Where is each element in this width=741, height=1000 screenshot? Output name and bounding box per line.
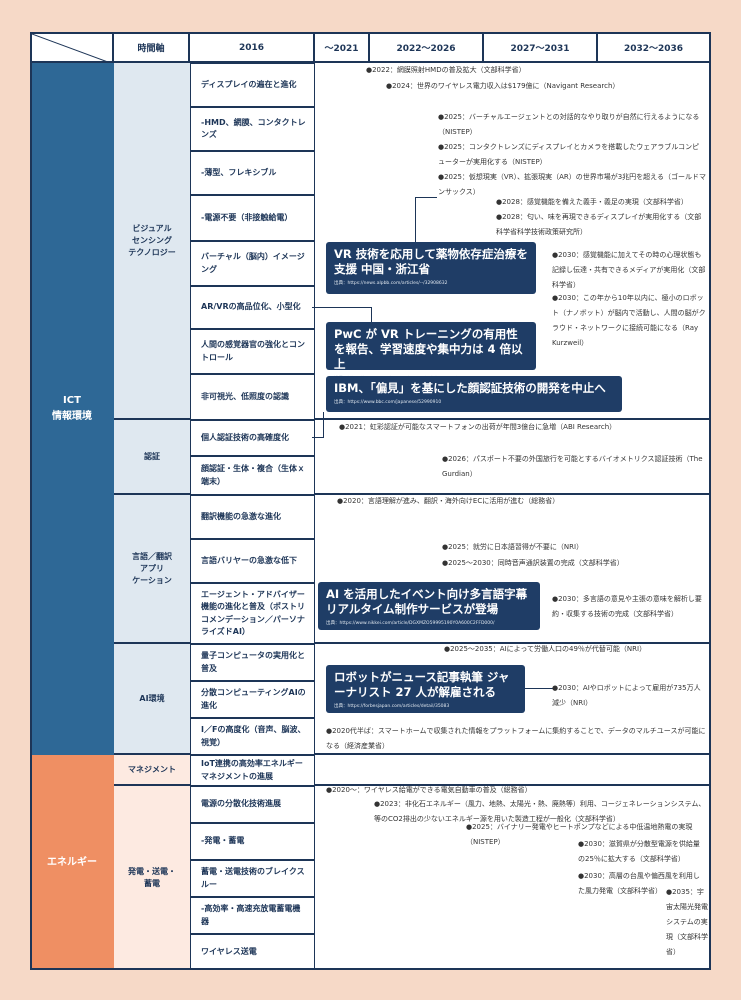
item-virtual-imaging: バーチャル（脳内）イメージング bbox=[190, 241, 315, 286]
highlight-ibm-face-recognition: IBM、「偏見」を基にした顔認証技術の開発を中止へ 出典：https://www… bbox=[326, 376, 622, 412]
item-invisible-light: 非可視光、低照度の認識 bbox=[190, 374, 315, 420]
header-axis: 時間軸 bbox=[114, 32, 190, 63]
subcategory-ai: AI環境 bbox=[114, 644, 190, 755]
corner-cell bbox=[30, 32, 114, 63]
highlight-ai-subtitles-title: AI を活用したイベント向け多言語字幕リアルタイム制作サービスが登場 bbox=[326, 587, 528, 616]
note-simultaneous-interpretation: ●2025～2030：同時音声通訳装置の完成（文部科学省） bbox=[442, 559, 624, 567]
item-face-bio-auth: 顔認証・生体・複合（生体ｘ端末） bbox=[190, 456, 315, 495]
item-display-evolution: ディスプレイの遍在と進化 bbox=[190, 63, 315, 107]
panel-management bbox=[315, 755, 711, 786]
item-wireless-transmission: ワイヤレス送電 bbox=[190, 934, 315, 970]
item-personal-auth: 個人認証技術の高確度化 bbox=[190, 420, 315, 456]
panel-power bbox=[315, 786, 711, 970]
note-shiga-distributed: ●2030：滋賀県が分散型電源を供給量の25％に拡大する（文部科学省） bbox=[578, 840, 700, 863]
highlight-ibm-source: 出典：https://www.bbc.com/japanese/52990910 bbox=[334, 400, 442, 405]
connector-ibm-h bbox=[312, 437, 324, 438]
note-language-ec: ●2020：言語理解が進み、翻訳・海外向けECに活用が進む（総務省） bbox=[337, 497, 560, 505]
note-contact-lens-computer: ●2025：コンタクトレンズにディスプレイとカメラを搭載したウェアラブルコンピュ… bbox=[438, 143, 700, 166]
item-storage-transmission: 蓄電・送電技術のブレイクスルー bbox=[190, 860, 315, 897]
header-2022-2026: 2022～2026 bbox=[370, 32, 484, 63]
item-hmd-retina-contact: -HMD、網膜、コンタクトレンズ bbox=[190, 107, 315, 151]
item-agent-advisor: エージェント・アドバイザー機能の進化と普及（ポストリコメンデーション／パーソナラ… bbox=[190, 583, 315, 644]
header-2027-2031: 2027～2031 bbox=[484, 32, 598, 63]
header-2032-2036: 2032～2036 bbox=[598, 32, 711, 63]
header-2016: 2016 bbox=[190, 32, 315, 63]
note-multilingual-analysis: ●2030：多言語の意見や主張の意味を解析し要約・収集する技術の完成（文部科学省… bbox=[552, 595, 702, 618]
note-ai-labor-replacement: ●2025～2035：AIによって労働人口の49％が代替可能（NRI） bbox=[444, 645, 647, 653]
note-virtual-agent: ●2025：バーチャルエージェントとの対話的なやり取りが自然に行えるようになる（… bbox=[438, 113, 700, 136]
highlight-robot-source: 出典：https://forbesjapan.com/articles/deta… bbox=[334, 704, 450, 709]
note-high-altitude-wind: ●2030：高層の台風や偏西風を利用した風力発電（文部科学省） bbox=[578, 872, 700, 895]
item-iot-energy-management: IoT連携の高効率エネルギーマネジメントの進展 bbox=[190, 755, 315, 786]
diagonal-line bbox=[32, 34, 107, 61]
connector-vr-line bbox=[415, 197, 416, 242]
note-emotion-media: ●2030：感覚機能に加えてその時の心理状態も記録し伝達・共有できるメディアが実… bbox=[552, 251, 706, 289]
item-generation-storage: -発電・蓄電 bbox=[190, 823, 315, 860]
item-distributed-power: 電源の分散化技術進展 bbox=[190, 786, 315, 823]
highlight-ibm-title: IBM、「偏見」を基にした顔認証技術の開発を中止へ bbox=[334, 381, 606, 395]
highlight-robot-title: ロボットがニュース記事執筆 ジャーナリスト 27 人が解雇される bbox=[334, 670, 510, 699]
note-space-solar: ●2035：宇宙太陽光発電システムの実現（文部科学省） bbox=[666, 888, 708, 956]
connector-robot-h bbox=[525, 688, 553, 689]
item-quantum-computer: 量子コンピュータの実用化と普及 bbox=[190, 644, 315, 681]
item-no-power: -電源不要（非接触給電） bbox=[190, 195, 315, 241]
highlight-vr-source: 出典：https://news.alpbb.com/articles/--/32… bbox=[334, 281, 448, 286]
highlight-vr-title: VR 技術を応用して薬物依存症治療を支援 中国・浙江省 bbox=[334, 247, 528, 276]
connector-vr-top bbox=[415, 197, 437, 198]
item-distributed-ai: 分散コンピューティングAIの進化 bbox=[190, 681, 315, 718]
subcategory-visual: ビジュアル センシング テクノロジー bbox=[114, 63, 190, 420]
subcategory-management: マネジメント bbox=[114, 755, 190, 786]
category-ict: ICT 情報環境 bbox=[30, 63, 114, 755]
highlight-vr-drug-treatment: VR 技術を応用して薬物依存症治療を支援 中国・浙江省 出典：https://n… bbox=[326, 242, 536, 294]
item-fast-charge-storage: -高効率・高速充放電蓄電機器 bbox=[190, 897, 315, 934]
subcategory-language: 言語／翻訳 アプリ ケーション bbox=[114, 495, 190, 644]
note-retina-hmd: ●2022：網膜照射HMDの普及拡大（文部科学省） bbox=[366, 66, 526, 74]
item-translation: 翻訳機能の急激な進化 bbox=[190, 495, 315, 539]
note-nanobot-brain: ●2030：この年から10年以内に、極小のロボット（ナノボット）が脳内で活動し、… bbox=[552, 294, 706, 347]
header-2021: ～2021 bbox=[315, 32, 370, 63]
item-ar-vr-quality: AR/VRの高品位化、小型化 bbox=[190, 286, 315, 329]
note-smell-taste-display: ●2028：匂い、味を再現できるディスプレイが実用化する（文部科学省科学技術政策… bbox=[496, 213, 702, 236]
item-interface: I／Fの高度化（音声、脳波、視覚） bbox=[190, 718, 315, 755]
connector-pwc-v bbox=[371, 307, 372, 322]
note-wireless-ev: ●2020～：ワイヤレス給電ができる電気自動車の普及（総務省） bbox=[326, 786, 532, 794]
note-non-fossil-energy: ●2023：非化石エネルギー（風力、地熱、太陽光・熱、廃熱等）利用、コージェネレ… bbox=[374, 800, 706, 823]
panel-auth bbox=[315, 420, 711, 495]
note-smart-home: ●2020代半ば：スマートホームで収集された情報をプラットフォームに集約すること… bbox=[326, 727, 706, 750]
note-japanese-not-required: ●2025：就労に日本語習得が不要に（NRI） bbox=[442, 543, 584, 551]
note-iris-auth: ●2021：虹彩認証が可能なスマートフォンの出荷が年間3億台に急増（ABI Re… bbox=[339, 423, 617, 431]
highlight-pwc-vr-training: PwC が VR トレーニングの有用性を報告、学習速度や集中力は 4 倍以上 出… bbox=[326, 322, 536, 381]
highlight-pwc-title: PwC が VR トレーニングの有用性を報告、学習速度や集中力は 4 倍以上 bbox=[334, 327, 523, 371]
item-thin-flexible: -薄型、フレキシブル bbox=[190, 151, 315, 195]
connector-ibm-v bbox=[323, 412, 324, 438]
connector-pwc-h bbox=[312, 307, 372, 308]
note-wireless-power-revenue: ●2024：世界のワイヤレス電力収入は$179億に（Navigant Resea… bbox=[386, 82, 620, 90]
subcategory-auth: 認証 bbox=[114, 420, 190, 495]
item-language-barrier: 言語バリヤーの急激な低下 bbox=[190, 539, 315, 583]
note-employment-decrease: ●2030：AIやロボットによって雇用が735万人減少（NRI） bbox=[552, 684, 701, 707]
highlight-ai-subtitles: AI を活用したイベント向け多言語字幕リアルタイム制作サービスが登場 出典：ht… bbox=[318, 582, 540, 630]
note-sensory-prosthesis: ●2028：感覚機能を備えた義手・義足の実現（文部科学省） bbox=[496, 198, 688, 206]
roadmap-table: 時間軸 2016 ～2021 2022～2026 2027～2031 2032～… bbox=[30, 32, 711, 970]
note-binary-power: ●2025：バイナリー発電やヒートポンプなどによる中低温地熱電の実現（NISTE… bbox=[466, 823, 693, 846]
note-biometric-travel: ●2026：パスポート不要の外国旅行を可能とするバイオメトリクス認証技術（The… bbox=[442, 455, 703, 478]
highlight-ai-subtitles-source: 出典：https://www.nikkei.com/article/DGXMZO… bbox=[326, 621, 495, 626]
note-vr-ar-market: ●2025：仮想現実（VR）、拡張現実（AR）の世界市場が3兆円を超える（ゴール… bbox=[438, 173, 706, 196]
item-senses-enhancement: 人間の感覚器官の強化とコントロール bbox=[190, 329, 315, 374]
category-energy: エネルギー bbox=[30, 755, 114, 970]
highlight-robot-journalist: ロボットがニュース記事執筆 ジャーナリスト 27 人が解雇される 出典：http… bbox=[326, 665, 525, 713]
subcategory-power: 発電・送電・ 蓄電 bbox=[114, 786, 190, 970]
